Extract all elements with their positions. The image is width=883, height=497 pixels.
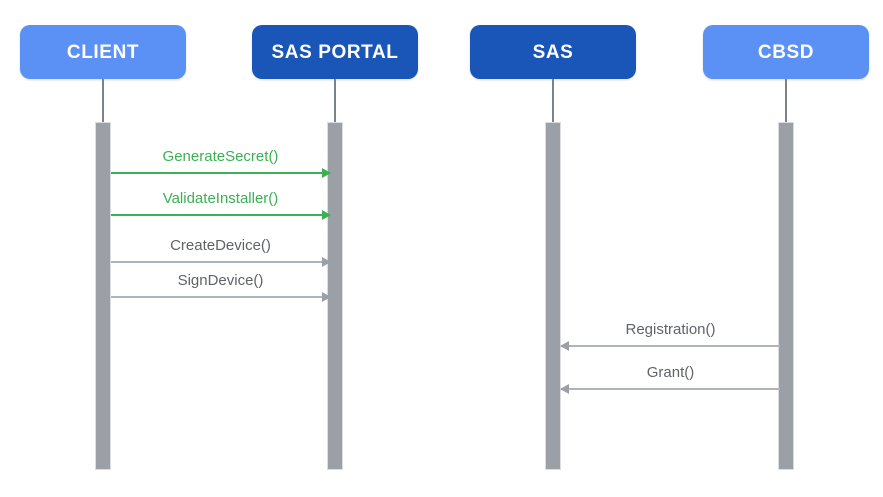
- arrow-right-icon: [322, 292, 331, 302]
- message-label: CreateDevice(): [170, 236, 271, 254]
- participant-box-cbsd[interactable]: CBSD: [703, 25, 869, 79]
- message-line: [111, 214, 330, 216]
- lifeline-sas: [552, 79, 554, 123]
- message-label: Registration(): [625, 320, 716, 338]
- message-line: [561, 345, 780, 347]
- message-line: [561, 388, 780, 390]
- message-label: ValidateInstaller(): [162, 189, 279, 207]
- participant-label-client: CLIENT: [66, 41, 140, 63]
- message-label: SignDevice(): [177, 271, 264, 289]
- lifeline-cbsd: [785, 79, 787, 123]
- message-label: GenerateSecret(): [162, 147, 279, 165]
- message-line: [111, 261, 330, 263]
- participant-box-sas-portal[interactable]: SAS PORTAL: [252, 25, 418, 79]
- participant-label-sas-portal: SAS PORTAL: [271, 41, 399, 63]
- activation-bar-sas: [545, 122, 561, 470]
- arrow-right-icon: [322, 210, 331, 220]
- message-line: [111, 172, 330, 174]
- arrow-right-icon: [322, 257, 331, 267]
- participant-label-sas: SAS: [532, 41, 574, 63]
- participant-box-sas[interactable]: SAS: [470, 25, 636, 79]
- arrow-left-icon: [560, 341, 569, 351]
- message-label: Grant(): [646, 363, 695, 381]
- message-line: [111, 296, 330, 298]
- activation-bar-cbsd: [778, 122, 794, 470]
- arrow-right-icon: [322, 168, 331, 178]
- participant-label-cbsd: CBSD: [757, 41, 815, 63]
- arrow-left-icon: [560, 384, 569, 394]
- lifeline-client: [102, 79, 104, 123]
- activation-bar-client: [95, 122, 111, 470]
- participant-box-client[interactable]: CLIENT: [20, 25, 186, 79]
- lifeline-sas-portal: [334, 79, 336, 123]
